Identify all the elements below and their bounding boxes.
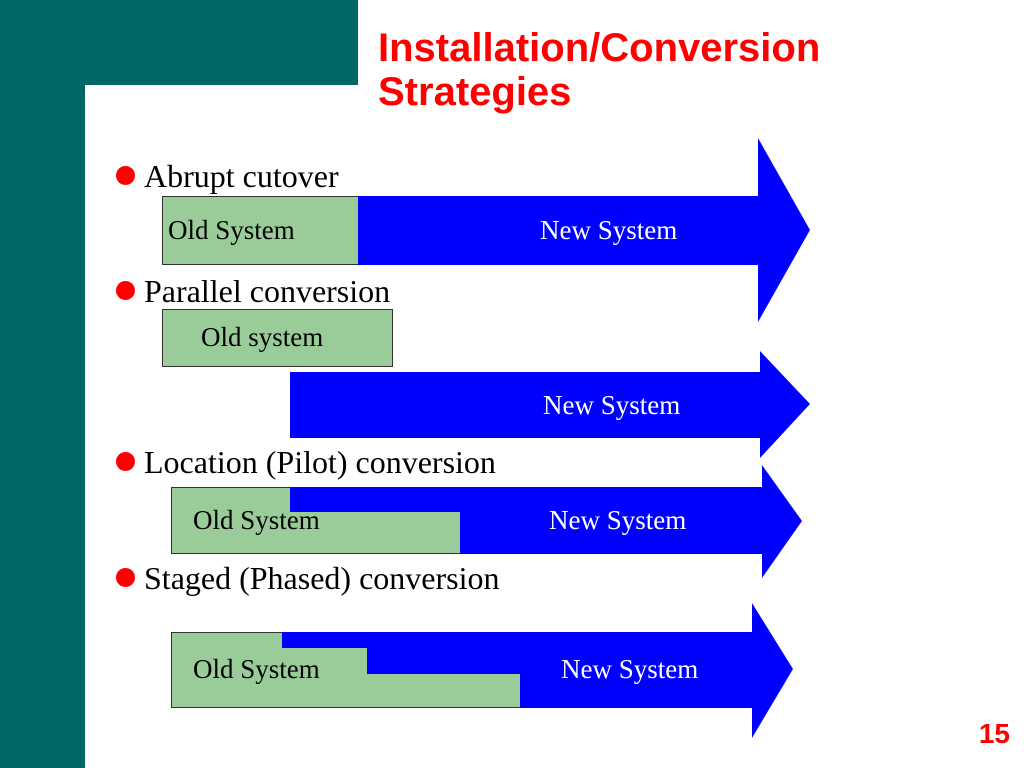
new-system-label-pilot: New System xyxy=(549,505,687,535)
bullet-staged-conversion: Staged (Phased) conversion xyxy=(116,560,499,596)
new-system-label-parallel: New System xyxy=(543,390,681,420)
page-number: 15 xyxy=(978,718,1010,749)
new-system-label-abrupt: New System xyxy=(540,215,678,245)
bullet-parallel-conversion: Parallel conversion xyxy=(116,273,390,309)
title-line-1: Installation/Conversion xyxy=(378,26,821,70)
top-band xyxy=(0,0,358,85)
bullet-dot xyxy=(116,568,135,587)
sidebar-band xyxy=(0,0,85,768)
old-system-bar-abrupt xyxy=(162,196,360,265)
bullet-dot xyxy=(116,452,135,471)
bullet-label: Location (Pilot) conversion xyxy=(144,444,496,480)
title-line-2: Strategies xyxy=(378,70,572,114)
old-system-label-staged: Old System xyxy=(193,654,320,684)
bullet-pilot-conversion: Location (Pilot) conversion xyxy=(116,444,496,480)
bullet-label: Abrupt cutover xyxy=(144,158,339,194)
old-system-label-parallel: Old system xyxy=(201,322,324,352)
bullet-abrupt-cutover: Abrupt cutover xyxy=(116,158,339,194)
new-system-label-staged: New System xyxy=(561,654,699,684)
bullet-dot xyxy=(116,166,135,185)
old-system-label-pilot: Old System xyxy=(193,505,320,535)
old-system-label-abrupt: Old System xyxy=(168,215,295,245)
old-system-bar-parallel xyxy=(162,309,393,367)
bullet-dot xyxy=(116,281,135,300)
slide-title: Installation/Conversion Strategies xyxy=(378,26,1018,114)
bullet-label: Staged (Phased) conversion xyxy=(144,560,500,596)
bullet-label: Parallel conversion xyxy=(144,273,391,309)
